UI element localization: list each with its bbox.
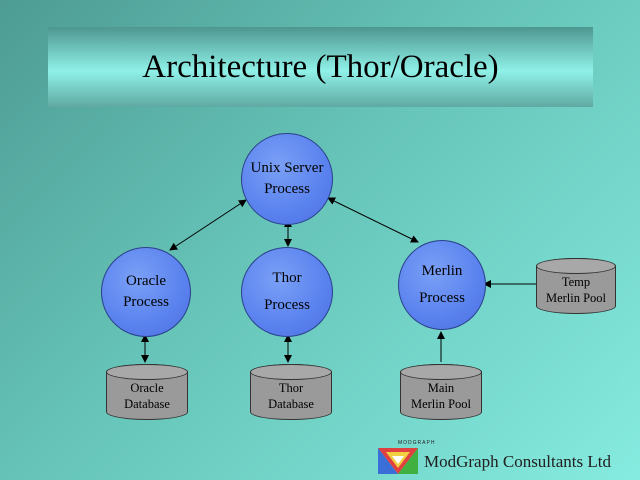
thor-label-2: Process <box>264 297 310 313</box>
thor-db-label-1: Thor <box>278 381 304 395</box>
temp-pool-label-2: Merlin Pool <box>545 291 607 305</box>
oracle-label-1: Oracle <box>126 273 166 289</box>
merlin-label-1: Merlin <box>421 263 463 279</box>
merlin-process-node: Merlin Process <box>398 240 486 330</box>
temp-merlin-pool-cylinder: Temp Merlin Pool <box>536 258 616 314</box>
oracle-process-node: Oracle Process <box>101 247 191 337</box>
unix-server-process-node: Unix Server Process <box>241 133 333 225</box>
arrow-unix-merlin <box>327 197 419 243</box>
oracle-db-label-1: Oracle <box>130 381 164 395</box>
company-logo: MODGRAPH ModGraph Consultants Ltd <box>378 440 640 480</box>
oracle-database-cylinder: Oracle Database <box>106 364 188 420</box>
logo-company-name: ModGraph Consultants Ltd <box>424 452 611 471</box>
unix-label-1: Unix Server <box>250 160 324 176</box>
page-title: Architecture (Thor/Oracle) <box>142 48 499 85</box>
modgraph-logo-icon <box>378 448 418 474</box>
temp-pool-label-1: Temp <box>561 275 591 289</box>
thor-db-label-2: Database <box>268 397 314 411</box>
oracle-label-2: Process <box>123 294 169 310</box>
logo-small-text: MODGRAPH <box>398 440 436 446</box>
unix-label-2: Process <box>264 181 310 197</box>
oracle-db-label-2: Database <box>124 397 170 411</box>
main-merlin-pool-cylinder: Main Merlin Pool <box>400 364 482 420</box>
main-pool-label-1: Main <box>427 381 455 395</box>
arrow-unix-oracle <box>169 199 247 251</box>
merlin-label-2: Process <box>419 290 465 306</box>
thor-database-cylinder: Thor Database <box>250 364 332 420</box>
title-banner: Architecture (Thor/Oracle) <box>48 27 593 107</box>
thor-label-1: Thor <box>272 270 302 286</box>
thor-process-node: Thor Process <box>241 247 333 337</box>
main-pool-label-2: Merlin Pool <box>410 397 472 411</box>
